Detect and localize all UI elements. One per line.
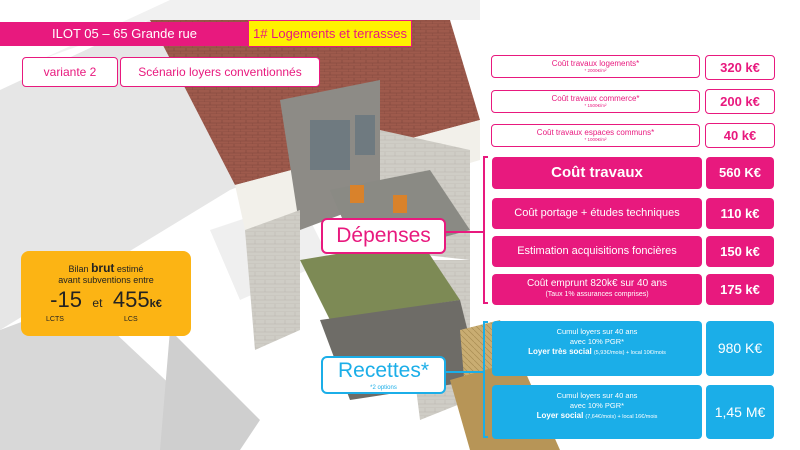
revenue-very-social-bold: Loyer très social (528, 347, 592, 356)
depenses-label: Dépenses (321, 218, 446, 254)
bilan-line2: avant subventions entre (58, 275, 154, 285)
revenue-very-social-line2: avec 10% PGR* (569, 337, 625, 346)
revenue-social-label: Cumul loyers sur 40 ans avec 10% PGR* Lo… (492, 385, 702, 439)
bilan-bold: brut (91, 261, 115, 275)
revenue-very-social-label: Cumul loyers sur 40 ans avec 10% PGR* Lo… (492, 321, 702, 376)
scenario-tag: 1# Logements et terrasses (248, 20, 412, 47)
cost-carrying-label: Coût portage + études techniques (492, 198, 702, 229)
revenue-social-bold: Loyer social (536, 411, 584, 420)
bilan-post: estimé (116, 264, 144, 274)
revenue-very-social-value: 980 K€ (706, 321, 774, 376)
bilan-high-caption: LCS (124, 316, 138, 323)
cost-housing-label: Coût travaux logements* * 2000€/m² (491, 55, 700, 78)
revenue-social-value: 1,45 M€ (706, 385, 774, 439)
revenue-very-social-line1: Cumul loyers sur 40 ans (556, 327, 638, 336)
cost-common-note: * 1000€/m² (584, 137, 607, 142)
bilan-low-caption: LCTS (46, 316, 64, 323)
bilan-low: -15 (50, 287, 82, 312)
cost-commerce-text: Coût travaux commerce* (551, 94, 640, 103)
cost-works-total-value: 560 K€ (706, 157, 774, 189)
cost-loan-note: (Taux 1% assurances comprises) (545, 291, 649, 298)
cost-commerce-value: 200 k€ (705, 89, 775, 114)
bilan-pre: Bilan (68, 264, 89, 274)
cost-commerce-note: * 1500€/m² (584, 103, 607, 108)
cost-common-text: Coût travaux espaces communs* (536, 128, 655, 137)
cost-land-label: Estimation acquisitions foncières (492, 236, 702, 267)
cost-common-label: Coût travaux espaces communs* * 1000€/m² (491, 124, 700, 147)
variant-label: variante 2 (22, 57, 118, 87)
cost-housing-note: * 2000€/m² (584, 68, 607, 73)
bilan-conj: et (92, 296, 103, 310)
recettes-note: *2 options (370, 385, 397, 391)
cost-loan-value: 175 k€ (706, 274, 774, 305)
revenue-social-detail: (7,64€/mois) + local 16€/mois (585, 414, 658, 420)
cost-land-value: 150 k€ (706, 236, 774, 267)
bilan-high: 455 (112, 287, 150, 312)
cost-housing-value: 320 k€ (705, 55, 775, 80)
cost-commerce-label: Coût travaux commerce* * 1500€/m² (491, 90, 700, 113)
cost-carrying-value: 110 k€ (706, 198, 774, 229)
revenue-social-line1: Cumul loyers sur 40 ans (556, 391, 638, 400)
recettes-label: Recettes* (321, 356, 446, 394)
bilan-unit: k€ (149, 298, 162, 310)
cost-housing-text: Coût travaux logements* (551, 59, 640, 68)
cost-works-total-label: Coût travaux (492, 157, 702, 189)
cost-loan-text: Coût emprunt 820k€ sur 40 ans (526, 278, 668, 289)
revenue-social-line2: avec 10% PGR* (569, 401, 625, 410)
cost-common-value: 40 k€ (705, 123, 775, 148)
project-title: ILOT 05 – 65 Grande rue (0, 22, 248, 46)
scenario-label: Scénario loyers conventionnés (120, 57, 320, 87)
revenue-very-social-detail: (5,93€/mois) + local 10€/mois (593, 350, 666, 356)
cost-loan-label: Coût emprunt 820k€ sur 40 ans (Taux 1% a… (492, 274, 702, 305)
bilan-summary: Bilan brut estimé avant subventions entr… (21, 251, 191, 336)
